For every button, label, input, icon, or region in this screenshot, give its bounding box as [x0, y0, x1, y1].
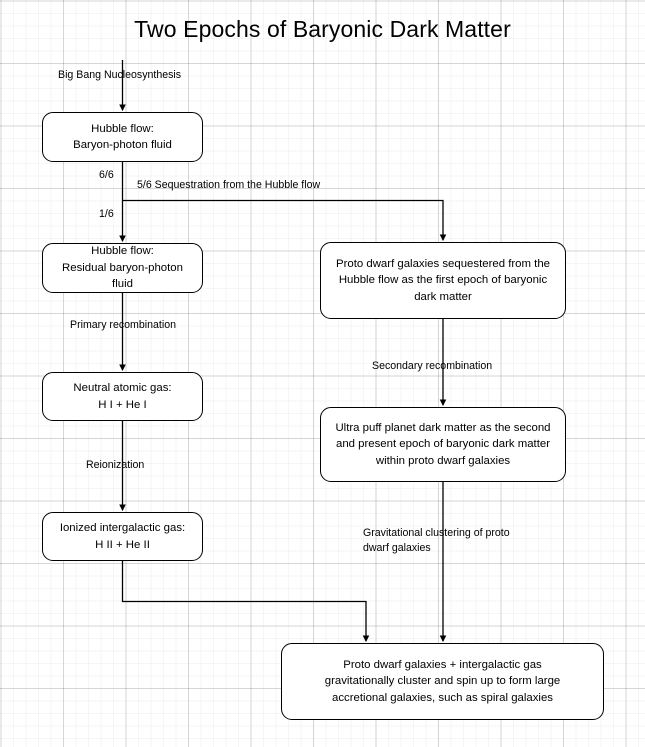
edge-label-gravitational-clustering: Gravitational clustering of proto dwarf … [363, 527, 510, 554]
node-label: Proto dwarf galaxies + intergalactic gas… [324, 658, 561, 704]
node-ionized-intergalactic-gas[interactable]: Ionized intergalactic gas: H II + He II [42, 512, 203, 561]
node-label: Hubble flow: Residual baryon-photon flui… [62, 245, 183, 291]
node-ultra-puff-planet-dark-matter[interactable]: Ultra puff planet dark matter as the sec… [320, 407, 566, 482]
edge-label-secondary-recombination: Secondary recombination [372, 360, 493, 372]
node-hubble-baryon-photon-fluid[interactable]: Hubble flow: Baryon-photon fluid [42, 112, 203, 162]
node-label: Hubble flow: Baryon-photon fluid [73, 122, 172, 152]
edge-label-reionization: Reionization [86, 459, 145, 471]
edge-ionized-gas-to-accretional [121, 561, 370, 643]
edge-label-six-sixths: 6/6 [99, 169, 114, 181]
edge-label-sequestration-fraction: 5/6 Sequestration from the Hubble flow [137, 179, 321, 191]
node-accretional-galaxies[interactable]: Proto dwarf galaxies + intergalactic gas… [281, 643, 604, 720]
edge-sequestration-branch [122, 199, 447, 242]
edge-label-big-bang-nucleosynthesis: Big Bang Nucleosynthesis [58, 69, 182, 81]
page-title: Two Epochs of Baryonic Dark Matter [134, 16, 511, 42]
node-label: Ionized intergalactic gas: H II + He II [59, 522, 186, 551]
node-neutral-atomic-gas[interactable]: Neutral atomic gas: H I + He I [42, 372, 203, 421]
node-label: Ultra puff planet dark matter as the sec… [335, 421, 551, 467]
edge-label-primary-recombination: Primary recombination [70, 319, 176, 331]
node-label: Neutral atomic gas: H I + He I [73, 382, 172, 411]
node-proto-dwarf-galaxies-sequestered[interactable]: Proto dwarf galaxies sequestered from th… [320, 242, 566, 319]
node-label: Proto dwarf galaxies sequestered from th… [335, 257, 550, 303]
edge-label-one-sixth: 1/6 [99, 208, 114, 220]
node-hubble-residual-fluid[interactable]: Hubble flow: Residual baryon-photon flui… [42, 243, 203, 293]
